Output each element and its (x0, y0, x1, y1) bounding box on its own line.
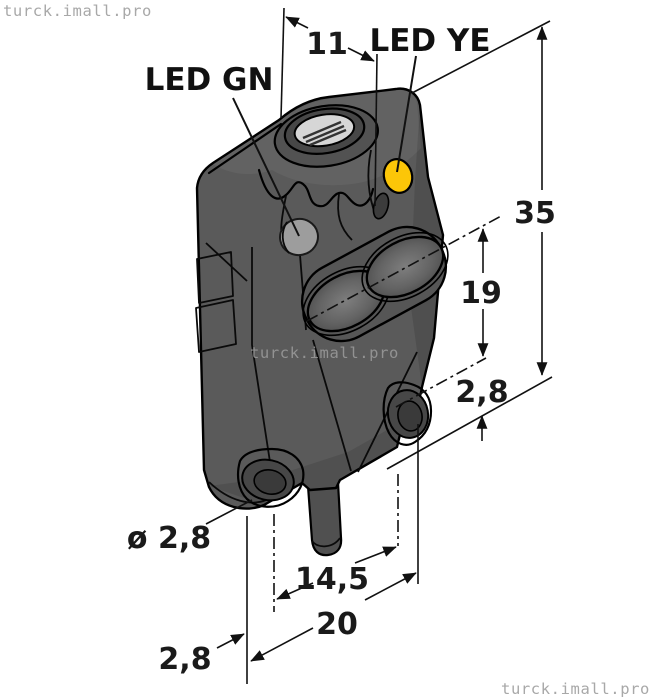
lens-right (365, 235, 445, 299)
leader-line (232, 97, 300, 237)
extension-line (386, 376, 553, 470)
dimension-value: ø 2,8 (127, 521, 211, 556)
watermark-top-left: turck.imall.pro (3, 2, 152, 20)
lens-right-well (361, 231, 449, 303)
screw-slot (302, 120, 347, 147)
dimension-value: 35 (514, 196, 556, 231)
dimension-value: 14,5 (295, 562, 369, 597)
ridge-v-left (312, 339, 352, 472)
ridge-wave (257, 168, 375, 208)
hole-centerline-right (395, 357, 487, 408)
watermark-bottom-right: turck.imall.pro (501, 680, 650, 698)
extension-line (280, 7, 285, 119)
front-top-edge (207, 122, 283, 175)
dimension-overall-height: 35 (386, 20, 556, 470)
dimension-value: 2,8 (455, 375, 508, 410)
sensor-body-drawing (195, 87, 449, 557)
mounting-hole-right-bore (397, 400, 423, 432)
extension-line (411, 20, 551, 94)
dimension-arrow (354, 546, 397, 564)
dimension-hole-to-bottom: 2,8 (455, 375, 509, 441)
mounting-hole-front-bore (253, 468, 287, 496)
extension-line (374, 53, 378, 207)
led-yellow-callout: LED YE (369, 23, 491, 173)
dimension-arrow (276, 582, 314, 600)
dimension-value: 2,8 (158, 642, 211, 677)
leader-line (396, 55, 417, 173)
dimension-arrow (285, 16, 309, 29)
led-yellow-indicator (382, 158, 414, 194)
dimension-arrow (250, 627, 314, 662)
led-green-callout: LED GN (145, 62, 300, 237)
ridge-y-right (337, 193, 353, 241)
ridge-diagonal (205, 242, 248, 282)
led-yellow-label: LED YE (369, 23, 490, 59)
dimension-arrow (216, 633, 245, 649)
mounting-hole-right-slot (382, 381, 433, 446)
lens-centerline (306, 214, 504, 322)
dimension-hole-spacing: 14,5 (276, 546, 397, 600)
dimension-hole-diameter: ø 2,8 (127, 499, 253, 556)
dimension-overall-width: 20 (246, 424, 419, 684)
dimension-value: 20 (316, 607, 358, 642)
dimension-value: 19 (460, 276, 502, 311)
led-green-indicator (279, 217, 319, 257)
dimension-arrow (364, 572, 417, 601)
dimension-lens-to-hole: 19 (460, 228, 502, 357)
bottom-inner-edge (208, 481, 267, 504)
cable-end-face (311, 537, 341, 548)
left-face-recess-1 (196, 251, 234, 304)
leader-line (205, 499, 253, 525)
mounting-hole-front-slot (236, 447, 305, 508)
dimension-value: 11 (306, 27, 348, 62)
dimension-edge-offset: 2,8 (158, 633, 245, 677)
cable (306, 480, 343, 557)
left-face-recess-2 (195, 299, 237, 353)
dimension-arrow (347, 47, 375, 62)
ridge-vertical-1 (251, 247, 271, 463)
dimension-top-width: 11 (280, 7, 378, 207)
led-green-housing (281, 221, 290, 254)
led-green-label: LED GN (145, 62, 274, 98)
watermark-center: turck.imall.pro (250, 344, 399, 362)
